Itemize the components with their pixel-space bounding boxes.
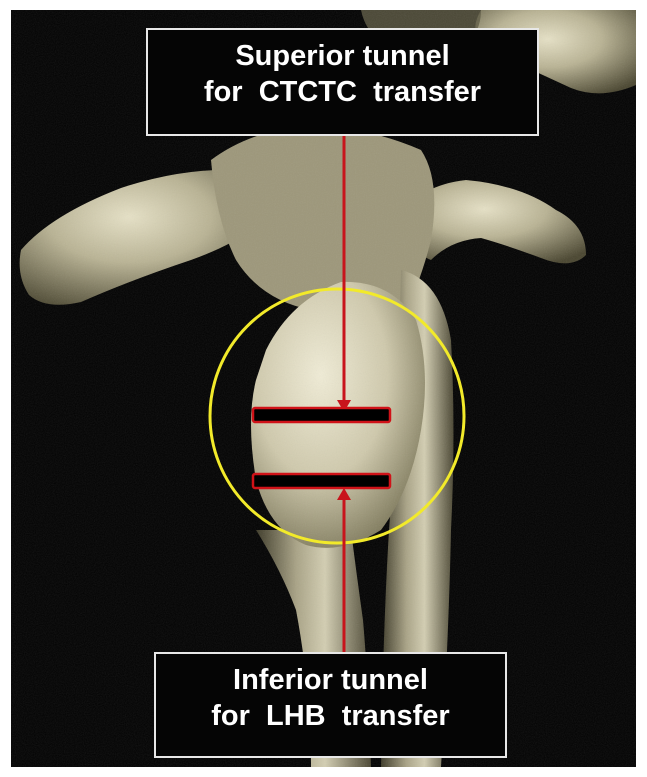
inferior-tunnel-label: Inferior tunnel for LHB transfer (154, 652, 507, 758)
inferior-tunnel-marker (253, 474, 390, 488)
superior-tunnel-marker (253, 408, 390, 422)
ct-3d-render-frame: Superior tunnel for CTCTC transfer Infer… (11, 10, 636, 767)
superior-label-line2: for CTCTC transfer (148, 74, 537, 110)
superior-label-line1: Superior tunnel (148, 38, 537, 74)
superior-tunnel-label: Superior tunnel for CTCTC transfer (146, 28, 539, 136)
inferior-label-line1: Inferior tunnel (156, 662, 505, 698)
inferior-label-line2: for LHB transfer (156, 698, 505, 734)
